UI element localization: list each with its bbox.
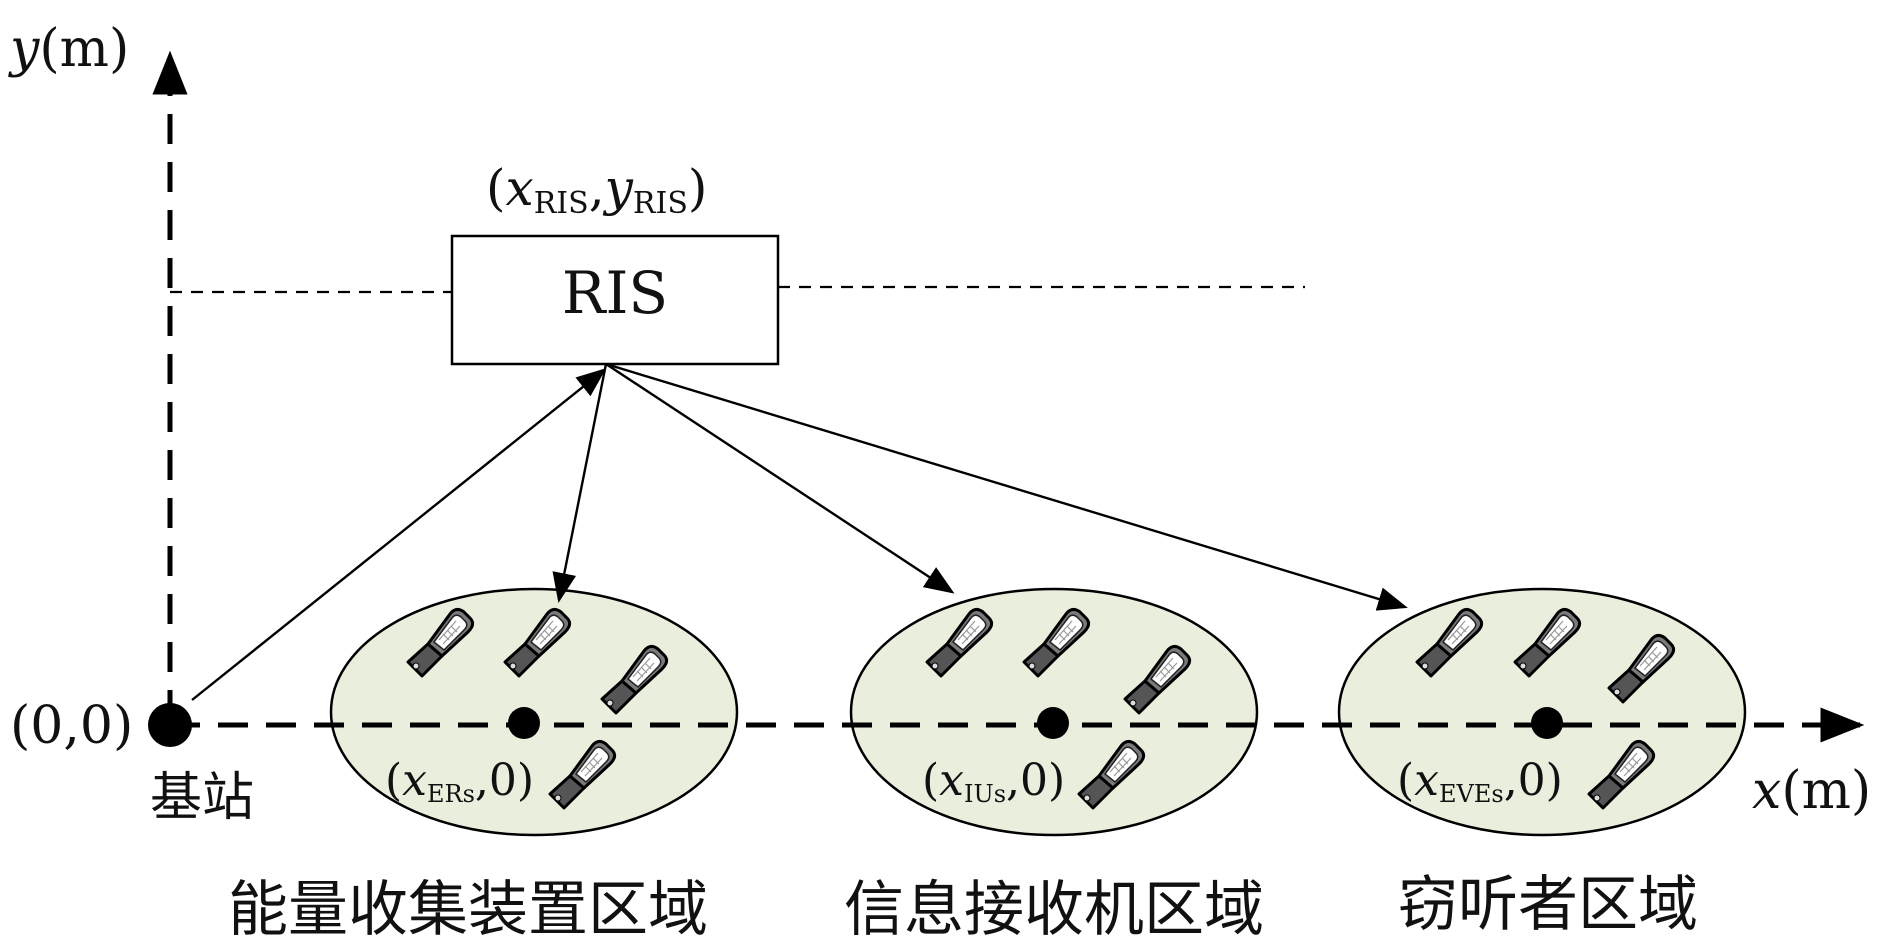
energy-harvester-coordinate: (xERs,0) — [385, 755, 534, 808]
x-axis-label: x(m) — [1752, 761, 1871, 821]
energy-harvester-center-point — [508, 707, 540, 739]
ris-to-energy-harvesters-link — [552, 363, 608, 603]
information-receiver-center-point — [1037, 707, 1069, 739]
ris-to-information-receivers-link — [605, 362, 955, 594]
energy-harvester-region-name: 能量收集装置区域 — [228, 875, 708, 945]
base-station-to-ris-link — [191, 368, 607, 701]
base-station-label: 基站 — [150, 768, 254, 828]
ris-coordinate: (xRIS,yRIS) — [486, 159, 707, 221]
ris-label: RIS — [562, 259, 668, 327]
information-receiver-region-name: 信息接收机区域 — [844, 875, 1264, 945]
eavesdropper-region-name: 窃听者区域 — [1398, 870, 1698, 940]
eavesdropper-center-point — [1531, 707, 1563, 739]
ris-to-eavesdroppers-link — [605, 362, 1408, 611]
origin-coordinate: (0,0) — [10, 696, 133, 756]
information-receiver-coordinate: (xIUs,0) — [922, 755, 1065, 808]
y-axis-label: y(m) — [8, 19, 129, 79]
base-station-point — [148, 703, 192, 747]
ris-box — [450, 234, 780, 366]
eavesdropper-coordinate: (xEVEs,0) — [1397, 755, 1563, 808]
